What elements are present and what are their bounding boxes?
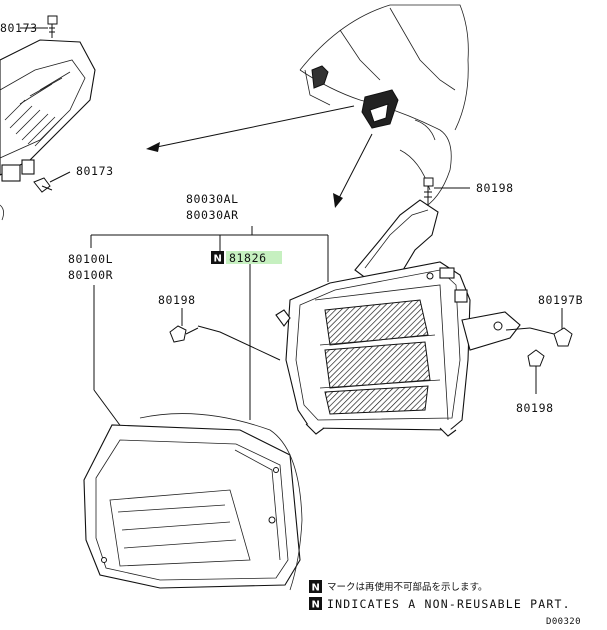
- arrow-to-main-lamp: [333, 133, 373, 208]
- screw-80198-top: [423, 177, 470, 206]
- label-81826: 81826: [229, 251, 267, 265]
- label-80100r: 80100R: [68, 268, 113, 282]
- screw-80198-left: [169, 308, 281, 361]
- label-80173-top: 80173: [0, 21, 38, 35]
- legend-jp: N マークは再使用不可部品を示します。: [309, 580, 488, 594]
- screw-80173-top: [20, 15, 58, 38]
- label-80173: 80173: [76, 164, 114, 178]
- vehicle-front-sketch: [299, 4, 469, 211]
- diagram-code: D00320: [546, 617, 581, 627]
- svg-text:N: N: [312, 583, 320, 594]
- upper-headlamp-partial: [0, 39, 96, 221]
- label-80198-top: 80198: [476, 181, 514, 195]
- svg-text:マークは再使用不可部品を示します。: マークは再使用不可部品を示します。: [327, 581, 488, 593]
- svg-text:INDICATES A NON-REUSABLE PART.: INDICATES A NON-REUSABLE PART.: [327, 597, 571, 611]
- label-80030ar: 80030AR: [186, 208, 239, 222]
- svg-text:N: N: [312, 600, 320, 611]
- non-reusable-badge-81826: N: [211, 251, 224, 265]
- label-80100l: 80100L: [68, 252, 113, 266]
- svg-text:N: N: [214, 254, 222, 265]
- screw-80173: [33, 171, 71, 193]
- gasket-label-highlight: [226, 251, 282, 264]
- assembly-bracket: [90, 226, 329, 282]
- label-80198-left: 80198: [158, 293, 196, 307]
- clip-80197b: [505, 308, 573, 347]
- label-80197b: 80197B: [538, 293, 583, 307]
- legend-en: N INDICATES A NON-REUSABLE PART.: [309, 597, 571, 611]
- label-80198-right: 80198: [516, 401, 554, 415]
- label-80030al: 80030AL: [186, 192, 239, 206]
- arrow-to-upper-lamp: [146, 105, 355, 152]
- leader-lens-diagonal: [93, 389, 123, 429]
- screw-80198-right: [527, 349, 545, 394]
- headlamp-lens: [83, 413, 303, 591]
- headlamp-assembly: [275, 199, 521, 437]
